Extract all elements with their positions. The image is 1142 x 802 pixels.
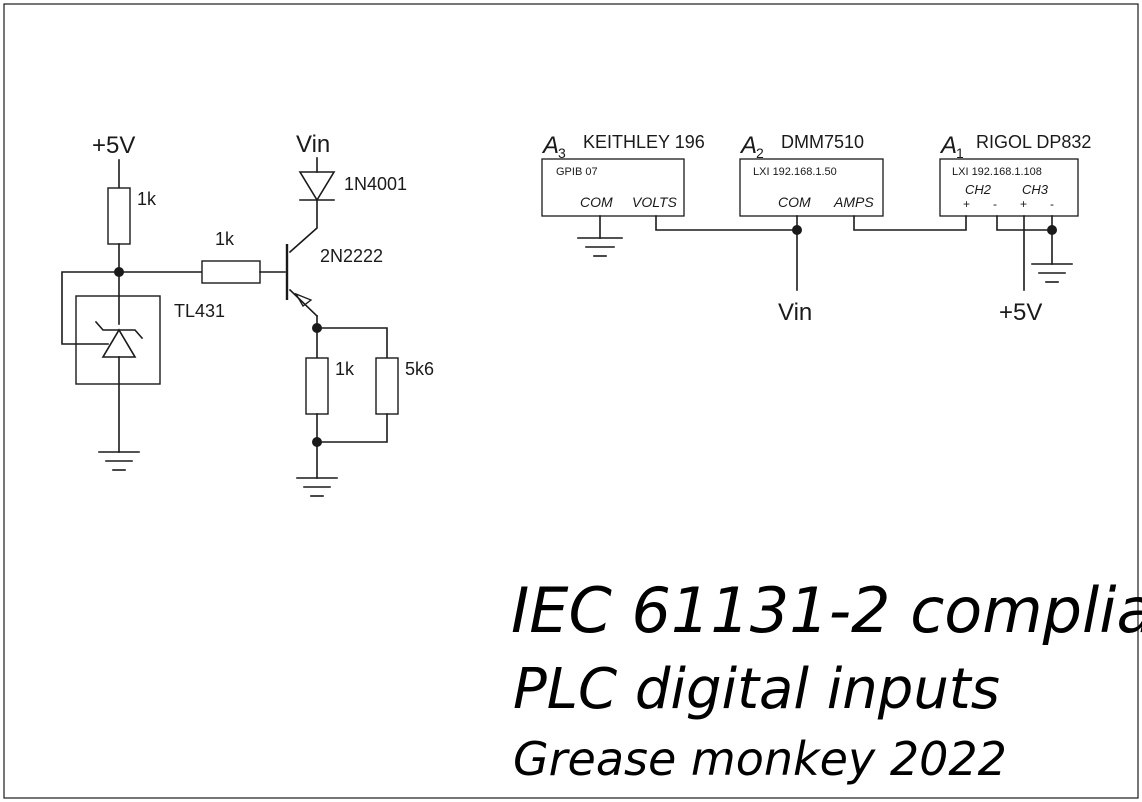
instrument-vin-label: Vin <box>778 299 812 326</box>
title-block: IEC 61131-2 compliant PLC digital inputs… <box>511 574 1142 786</box>
resistor-r1-label: 1k <box>137 189 157 209</box>
a3-box <box>541 158 685 217</box>
tl431-ref-wire <box>61 271 120 345</box>
a3-pin-com: COM <box>580 194 613 210</box>
ground-bus-node <box>1047 225 1057 235</box>
resistor-rb-label: 1k <box>215 229 235 249</box>
a1-ch3-label: CH3 <box>1022 182 1049 197</box>
title-line-1: IEC 61131-2 compliant <box>511 574 1142 647</box>
tl431-bar-icon <box>94 320 144 340</box>
title-line-3: Grease monkey 2022 <box>513 732 1007 786</box>
tl431-label: TL431 <box>174 301 225 321</box>
sheet-border <box>3 3 1139 799</box>
a2-pin-amps: AMPS <box>833 194 874 210</box>
instrument-supply-label: +5V <box>999 299 1042 326</box>
instrument-a1: A 1 RIGOL DP832 LXI 192.168.1.108 CH2 CH… <box>939 132 1091 217</box>
instrument-a3: A 3 KEITHLEY 196 GPIB 07 COM VOLTS <box>541 132 705 217</box>
a3-addr: GPIB 07 <box>556 166 598 178</box>
transistor-label: 2N2222 <box>320 246 383 266</box>
emitter-wire <box>288 288 319 318</box>
a3-name: KEITHLEY 196 <box>583 132 705 152</box>
resistor-rl-label: 5k6 <box>405 359 434 379</box>
volts-wire <box>655 215 798 231</box>
ground-node <box>312 437 322 447</box>
a1-ch2-label: CH2 <box>965 182 992 197</box>
a2-box <box>739 158 884 217</box>
collector-wire <box>288 199 318 254</box>
tl431-box <box>75 295 161 385</box>
input-circuit: +5V 1k TL431 1k Vin 1N4001 <box>61 131 434 497</box>
vin-node <box>792 225 802 235</box>
resistor-re <box>305 357 329 415</box>
resistor-re-label: 1k <box>335 359 355 379</box>
a1-ch3-plus: + <box>1020 197 1027 211</box>
a2-addr: LXI 192.168.1.50 <box>753 166 837 178</box>
emitter-arrow-icon <box>294 292 313 307</box>
a1-ch3-minus: - <box>1050 197 1054 211</box>
a2-ref-sub: 2 <box>756 145 764 161</box>
instrument-setup: A 3 KEITHLEY 196 GPIB 07 COM VOLTS A 2 D… <box>541 132 1091 326</box>
vin-label: Vin <box>296 131 330 158</box>
a1-ref-sub: 1 <box>956 145 964 161</box>
diode-label: 1N4001 <box>344 174 407 194</box>
negative-bus-wire <box>996 215 1053 231</box>
a3-pin-volts: VOLTS <box>632 194 678 210</box>
diode-icon <box>298 171 336 202</box>
a2-pin-com: COM <box>778 194 811 210</box>
amps-wire <box>853 215 967 231</box>
a2-ref: A <box>739 132 757 159</box>
a1-addr: LXI 192.168.1.108 <box>952 166 1042 178</box>
title-line-2: PLC digital inputs <box>513 657 1000 722</box>
a1-ref: A <box>939 132 957 159</box>
a3-ref-sub: 3 <box>558 145 566 161</box>
resistor-r1 <box>107 187 131 245</box>
a1-ch2-plus: + <box>963 197 970 211</box>
a1-ch2-minus: - <box>993 197 997 211</box>
a1-box <box>939 158 1079 217</box>
a2-name: DMM7510 <box>781 132 864 152</box>
load-wire <box>316 327 388 359</box>
instrument-a2: A 2 DMM7510 LXI 192.168.1.50 COM AMPS <box>739 132 884 217</box>
resistor-rb <box>201 260 261 284</box>
resistor-rl <box>375 357 399 415</box>
a1-name: RIGOL DP832 <box>976 132 1091 152</box>
supply-label: +5V <box>92 132 135 159</box>
a3-ref: A <box>541 132 559 159</box>
